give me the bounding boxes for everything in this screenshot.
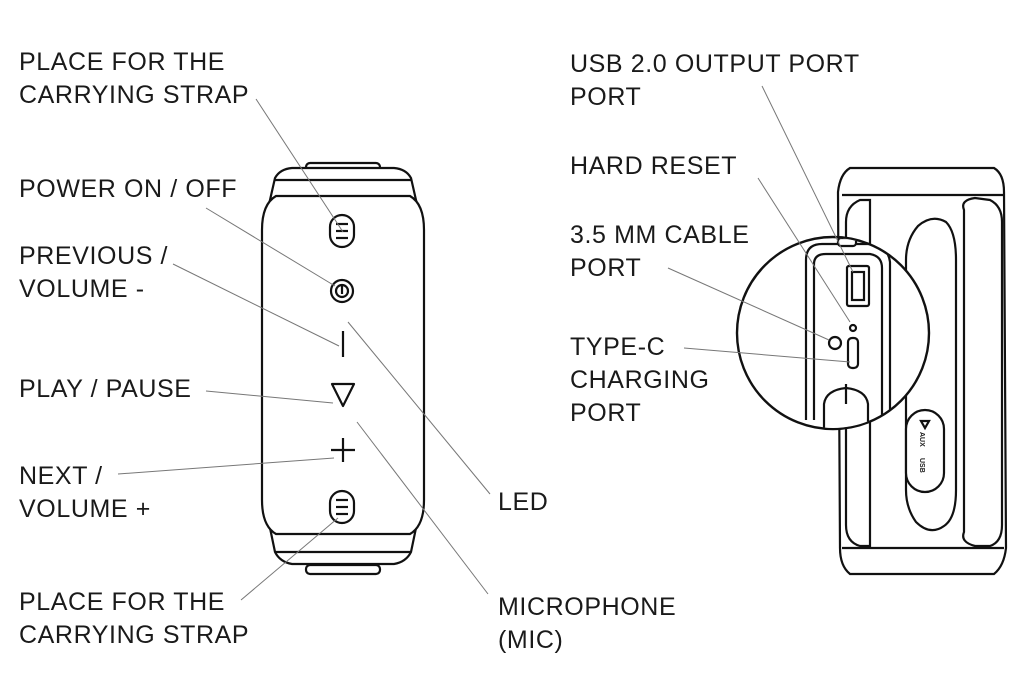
label-typec-3: PORT <box>570 399 641 427</box>
power-button[interactable] <box>329 278 355 304</box>
label-typec-2: CHARGING <box>570 366 710 394</box>
label-strap-top-1: PLACE FOR THE <box>19 48 225 76</box>
label-strap-top-2: CARRYING STRAP <box>19 81 249 109</box>
aux-label: AUX <box>918 432 925 447</box>
label-usb-2: PORT <box>570 83 641 111</box>
label-typec-1: TYPE-C <box>570 333 665 361</box>
bottom-cap <box>268 526 418 566</box>
leader-next <box>117 457 335 475</box>
label-strap-bottom-1: PLACE FOR THE <box>19 588 225 616</box>
speaker-body <box>260 194 426 536</box>
right-leader-lines <box>667 85 854 363</box>
bottom-strap-loop <box>304 563 382 576</box>
plus-icon <box>331 438 355 462</box>
play-icon <box>330 382 356 408</box>
left-leader-lines <box>117 98 491 601</box>
typec-port <box>846 336 860 370</box>
speaker-front-view <box>260 161 426 576</box>
label-next-1: NEXT / <box>19 462 103 490</box>
label-led: LED <box>498 488 548 516</box>
leader-strap-top <box>255 98 344 233</box>
leader-microphone <box>356 421 489 595</box>
label-cable-1: 3.5 MM CABLE <box>570 221 749 249</box>
label-microphone-2: (MIC) <box>498 626 563 654</box>
label-microphone-1: MICROPHONE <box>498 593 676 621</box>
leader-typec <box>683 347 851 363</box>
label-usb-1: USB 2.0 OUTPUT PORT <box>570 50 860 78</box>
label-reset: HARD RESET <box>570 152 737 180</box>
leader-reset <box>757 177 851 323</box>
label-cable-2: PORT <box>570 254 641 282</box>
aux-jack <box>827 335 843 351</box>
reset-pinhole <box>848 323 858 333</box>
leader-strap-bottom <box>240 517 339 601</box>
label-next-2: VOLUME + <box>19 495 151 523</box>
label-power: POWER ON / OFF <box>19 175 237 203</box>
leader-cable <box>667 267 830 341</box>
label-play: PLAY / PAUSE <box>19 375 192 403</box>
leader-power <box>205 207 336 287</box>
left-labels: PLACE FOR THE CARRYING STRAP POWER ON / … <box>19 48 676 654</box>
cover-arrow-icon <box>919 419 931 431</box>
port-magnifier <box>735 235 931 431</box>
leader-led <box>347 321 491 495</box>
port-cover <box>904 408 946 494</box>
leader-play <box>205 390 334 404</box>
usb-label: USB <box>918 458 925 473</box>
play-pause-button[interactable] <box>330 382 356 408</box>
side-grip <box>962 196 1004 548</box>
leader-previous <box>172 263 340 347</box>
right-labels: USB 2.0 OUTPUT PORT PORT HARD RESET 3.5 … <box>570 50 860 427</box>
leader-usb <box>761 85 854 273</box>
next-button[interactable] <box>331 438 355 462</box>
label-previous-1: PREVIOUS / <box>19 242 168 270</box>
label-strap-bottom-2: CARRYING STRAP <box>19 621 249 649</box>
label-previous-2: VOLUME - <box>19 275 145 303</box>
